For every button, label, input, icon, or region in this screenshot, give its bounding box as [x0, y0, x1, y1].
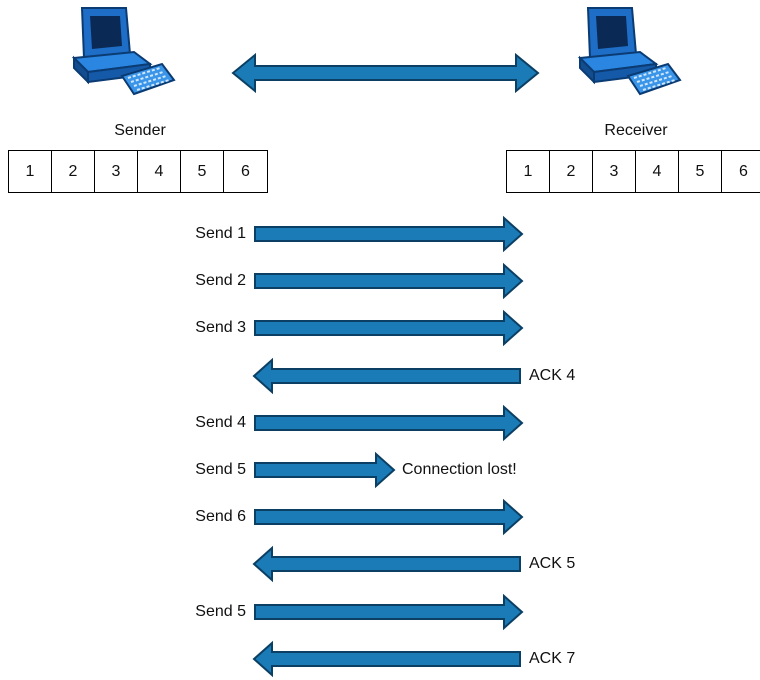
receiver-buffer-cell: 5 — [679, 151, 722, 192]
send-label: Send 2 — [195, 272, 246, 289]
receiver-computer-icon — [579, 7, 681, 95]
send-label: Send 1 — [195, 225, 246, 242]
receiver-buffer-cell: 4 — [636, 151, 679, 192]
step-arrows — [252, 215, 524, 678]
receiver-label: Receiver — [604, 122, 668, 139]
ack-arrow — [252, 545, 521, 583]
sender-buffer-cell: 1 — [9, 151, 52, 192]
lost-segment-arrow — [254, 451, 396, 489]
send-label: Send 6 — [195, 508, 246, 525]
send-label: Send 5 — [195, 603, 246, 620]
connection-lost-note: Connection lost! — [402, 461, 517, 478]
sender-buffer-cell: 2 — [52, 151, 95, 192]
receiver-buffer-cell: 3 — [593, 151, 636, 192]
sender-buffer-cell: 3 — [95, 151, 138, 192]
sender-label: Sender — [114, 122, 166, 139]
ack-label: ACK 5 — [529, 555, 576, 572]
send-label: Send 5 — [195, 461, 246, 478]
ack-arrow — [252, 640, 521, 678]
send-arrow — [254, 215, 524, 253]
receiver-buffer-cell: 6 — [739, 162, 748, 180]
send-arrow — [254, 262, 524, 300]
send-label: Send 4 — [195, 414, 246, 431]
send-arrow — [254, 404, 524, 442]
sender-buffer-cell: 6 — [241, 162, 250, 180]
sender-buffer: 1 2 3 4 5 6 — [8, 150, 268, 193]
receiver-buffer-cell: 1 — [507, 151, 550, 192]
sender-buffer-cell: 4 — [138, 151, 181, 192]
send-arrow — [254, 309, 524, 347]
receiver-buffer: 1 2 3 4 5 6 — [506, 150, 760, 193]
ack-label: ACK 7 — [529, 650, 576, 667]
ack-arrow — [252, 357, 521, 395]
send-arrow — [254, 498, 524, 536]
sender-buffer-cell: 5 — [181, 151, 224, 192]
receiver-buffer-cell: 2 — [550, 151, 593, 192]
sender-computer-icon — [73, 7, 175, 95]
send-arrow — [254, 593, 524, 631]
connection-double-arrow — [231, 52, 540, 94]
send-label: Send 3 — [195, 319, 246, 336]
ack-label: ACK 4 — [529, 367, 576, 384]
